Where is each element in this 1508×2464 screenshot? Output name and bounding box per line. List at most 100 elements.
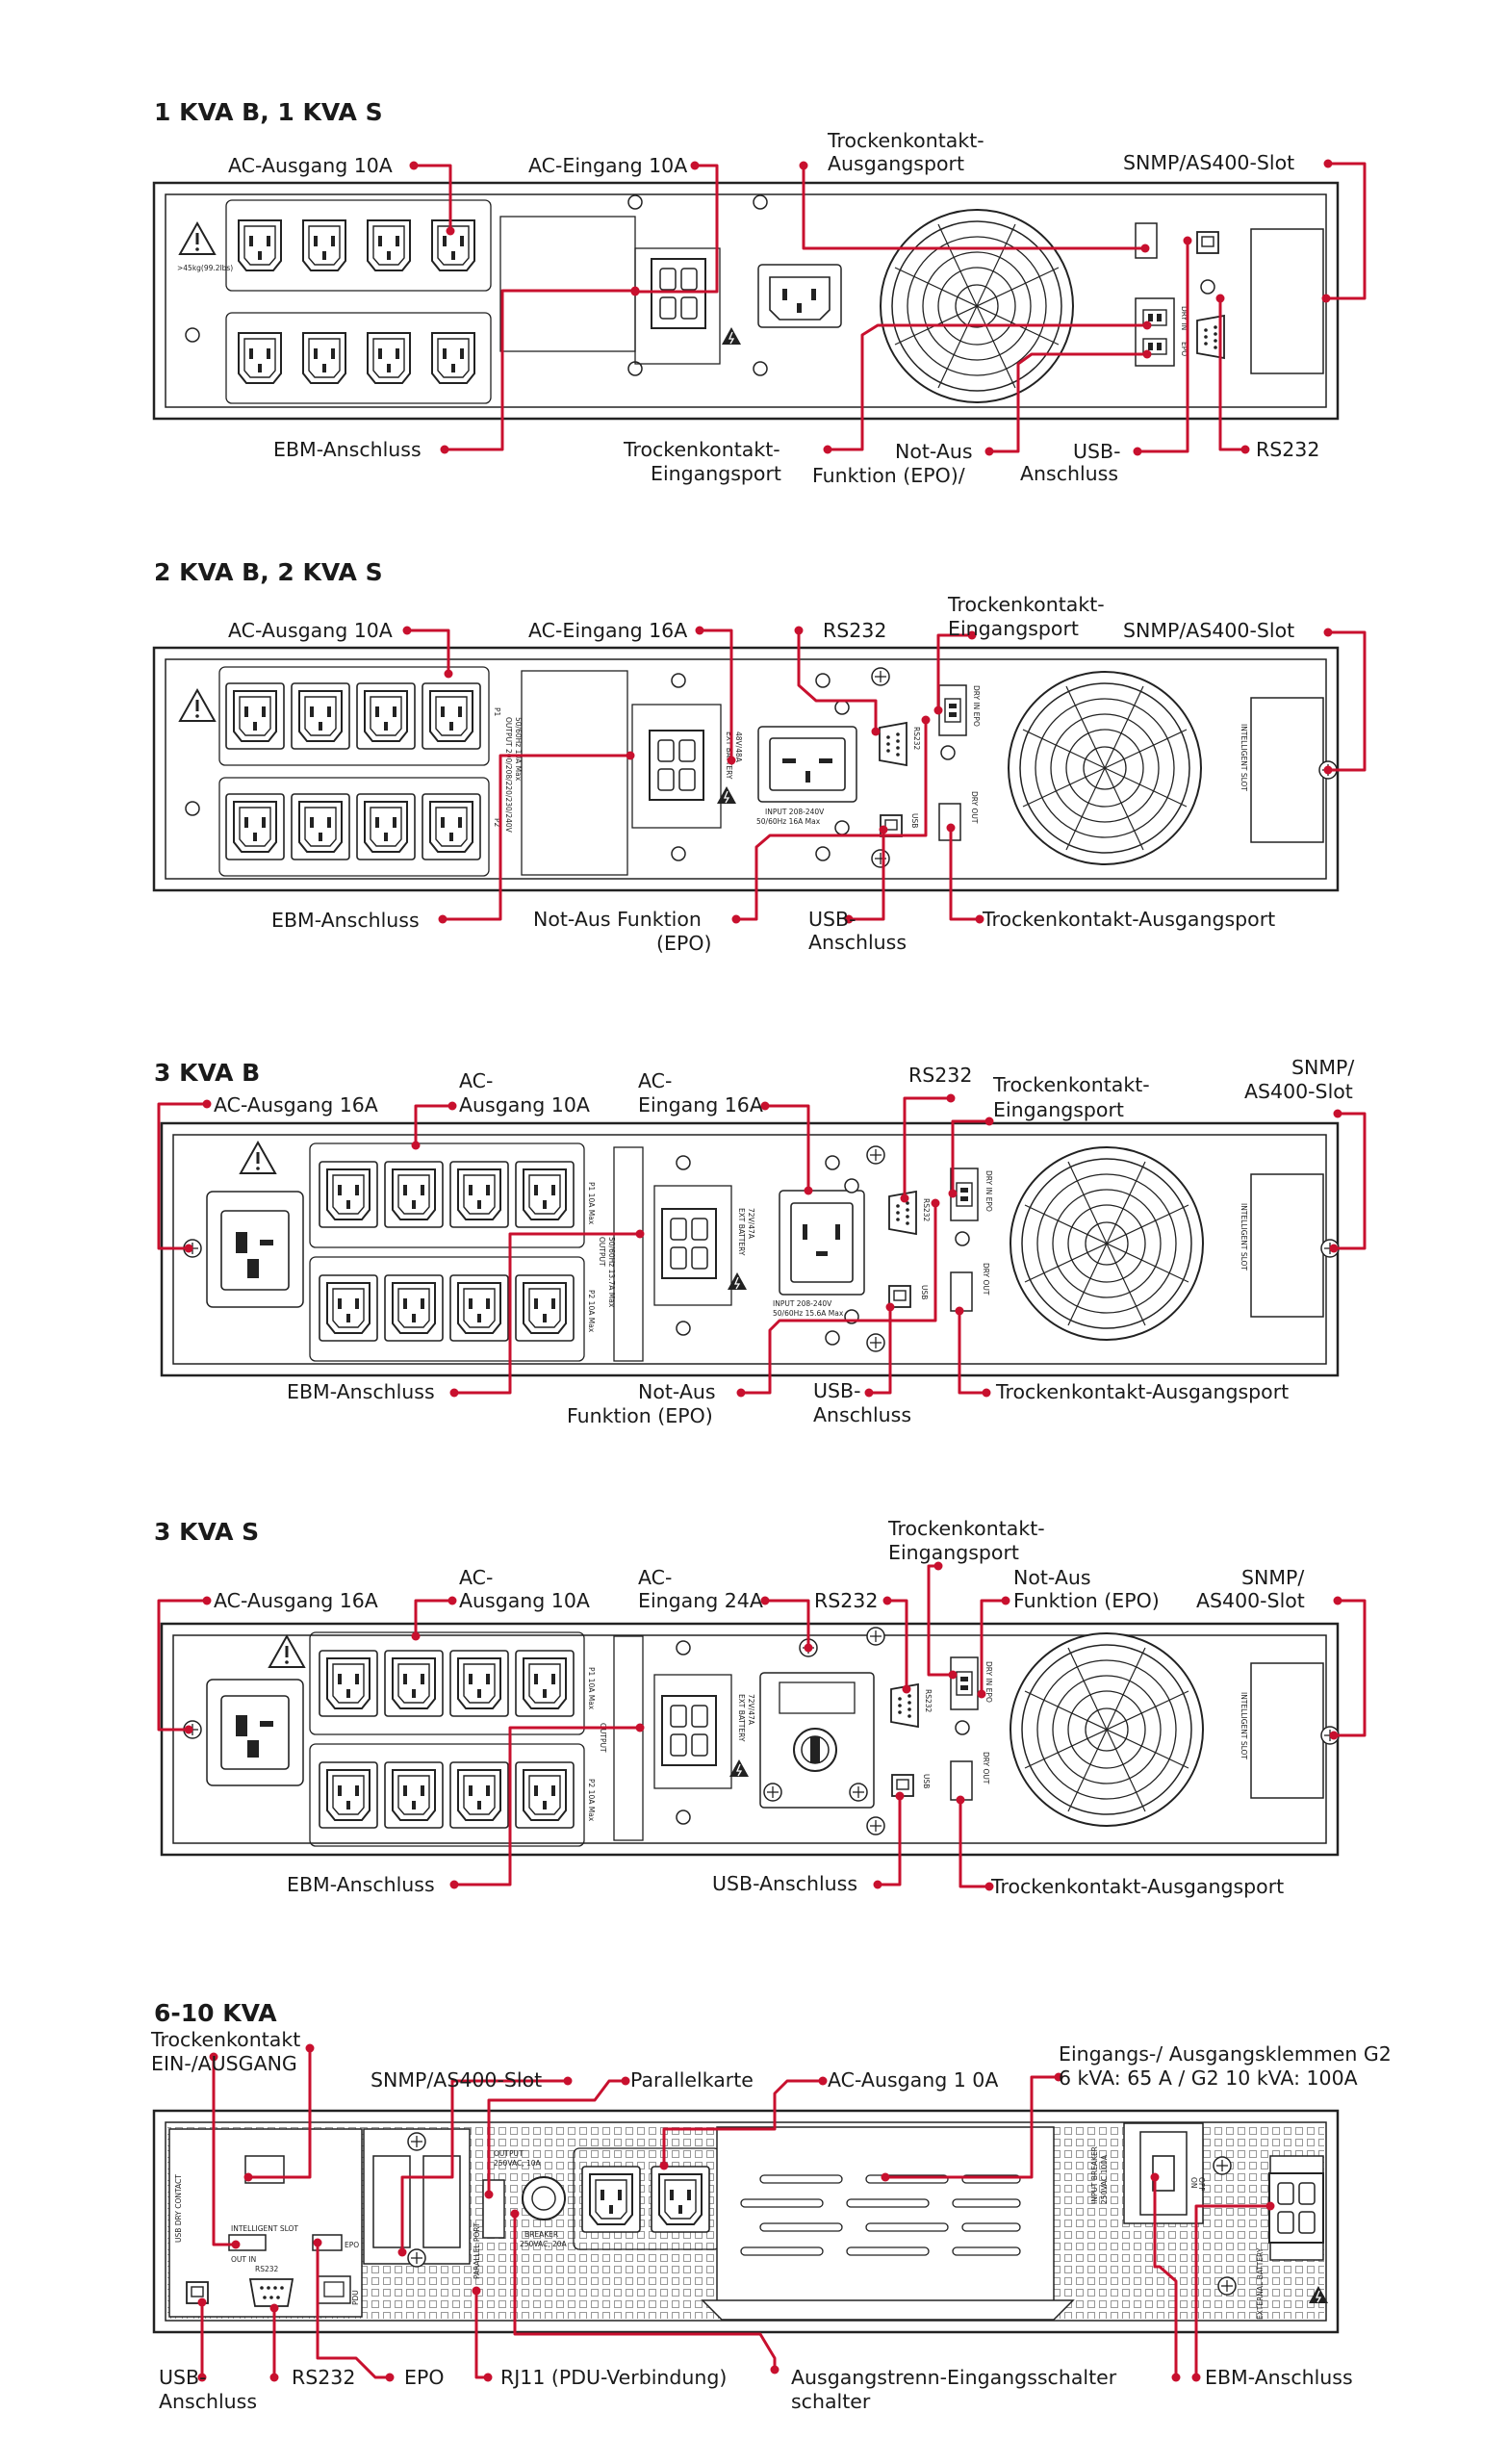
rj11-port: [317, 2275, 351, 2304]
label-ac-output-10a-2: Ausgang 10A: [459, 1589, 590, 1612]
label-ebm: EBM-Anschluss: [287, 1873, 435, 1896]
vent-grid: [521, 670, 628, 876]
svg-text:250VAC, 20A: 250VAC, 20A: [520, 2240, 568, 2248]
outlet-c13-icon: [516, 1162, 574, 1227]
svg-text:P1 10A Max: P1 10A Max: [587, 1182, 596, 1225]
svg-text:>45kg(99.2lbs): >45kg(99.2lbs): [177, 264, 233, 272]
outlet-c13-icon: [582, 2167, 640, 2232]
svg-text:250VAC 100A: 250VAC 100A: [1100, 2154, 1109, 2204]
label-ebm: EBM-Anschluss: [273, 438, 422, 461]
svg-text:P2 10A Max: P2 10A Max: [587, 1290, 596, 1333]
label-epo-2: (EPO): [656, 932, 711, 955]
screw-hole-icon: [676, 1640, 691, 1656]
screw-icon: [866, 1333, 885, 1352]
svg-text:48V/48A: 48V/48A: [734, 732, 743, 763]
outlet-c13-icon: [385, 1762, 443, 1828]
label-usb-1: USB-: [159, 2366, 206, 2389]
vent-strip: [613, 1635, 644, 1841]
blank-cover-plate: [716, 2126, 1055, 2311]
outlet-group-top: [218, 666, 490, 766]
vent-strip: [613, 1146, 644, 1362]
section-3kva-s: 3 KVA S P1 10A Max P2 10A Max OUTPUT EXT…: [154, 1517, 1367, 1898]
label-ac-input-2: Eingang 24A: [638, 1589, 763, 1612]
outlet-group-top: [225, 199, 492, 292]
svg-text:DRY OUT: DRY OUT: [982, 1752, 990, 1784]
label-usb-2: Anschluss: [813, 1403, 911, 1426]
svg-text:ON: ON: [1189, 2177, 1198, 2189]
screw-icon: [871, 849, 890, 868]
outlet-c13-icon: [385, 1651, 443, 1716]
label-usb-1: USB-: [808, 908, 856, 931]
label-ac-input-2: Eingang 16A: [638, 1093, 763, 1116]
label-ac-output-16a: AC-Ausgang 16A: [214, 1589, 378, 1612]
screw-hole-icon: [753, 194, 768, 210]
screw-hole-icon: [671, 846, 686, 861]
outlet-c13-icon: [292, 794, 349, 860]
label-dry-out: Trockenkontakt-Ausgangsport: [982, 908, 1275, 931]
screw-icon: [871, 667, 890, 686]
screw-hole-icon: [185, 327, 200, 343]
section-title: 1 KVA B, 1 KVA S: [154, 98, 383, 126]
label-usb-2: Anschluss: [159, 2390, 257, 2413]
label-rj11: RJ11 (PDU-Verbindung): [500, 2366, 727, 2389]
outlet-c13-icon: [450, 1762, 508, 1828]
outlet-c13-icon: [226, 683, 284, 749]
svg-text:USB: USB: [922, 1774, 931, 1788]
label-snmp-2: AS400-Slot: [1244, 1080, 1353, 1103]
screw-hole-icon: [815, 673, 831, 688]
outlet-c13-icon: [516, 1762, 574, 1828]
label-snmp: SNMP/AS400-Slot: [1123, 619, 1294, 642]
label-breaker-2: schalter: [791, 2390, 871, 2413]
screw-hole-icon: [834, 700, 850, 715]
svg-text:RS232: RS232: [255, 2265, 279, 2273]
label-ac-output: AC-Ausgang 10A: [228, 619, 393, 642]
battery-connector-icon: [1268, 2172, 1324, 2244]
dry-out-port: [950, 1760, 973, 1801]
outlet-c13-icon: [319, 1162, 377, 1227]
outlet-c13-icon: [238, 219, 282, 271]
screw-icon: [407, 2132, 426, 2151]
outlet-c13-icon: [422, 683, 480, 749]
svg-text:72V/47A: 72V/47A: [747, 1694, 755, 1726]
label-parallel-card: Parallelkarte: [630, 2068, 754, 2092]
outlet-c13-icon: [319, 1762, 377, 1828]
label-rs232: RS232: [814, 1589, 878, 1612]
svg-text:P1 10A Max: P1 10A Max: [587, 1667, 596, 1710]
ac-inlet-c20: [757, 726, 857, 803]
label-ac-input-1: AC-: [638, 1069, 672, 1092]
label-ac-input: AC-Eingang 10A: [528, 154, 687, 177]
svg-text:DRY IN EPO: DRY IN EPO: [972, 685, 981, 727]
screw-icon: [849, 1783, 868, 1802]
svg-text:USB DRY CONTACT: USB DRY CONTACT: [174, 2174, 183, 2243]
label-usb-1: USB-: [813, 1379, 860, 1402]
svg-text:INPUT 208-240V: INPUT 208-240V: [765, 808, 825, 816]
fan-icon: [880, 209, 1074, 403]
outlet-c13-icon: [385, 1162, 443, 1227]
snmp-slot: [1250, 228, 1324, 374]
label-rs232: RS232: [908, 1064, 972, 1087]
label-epo-2: Funktion (EPO): [1013, 1589, 1160, 1612]
screw-icon: [1213, 2156, 1232, 2175]
label-dry-in-2: Eingangsport: [888, 1541, 1019, 1564]
ac-inlet-c20: [779, 1190, 865, 1296]
section-title: 3 KVA S: [154, 1518, 259, 1546]
outlet-c13-icon: [292, 683, 349, 749]
ac-inlet-c14: [757, 264, 842, 328]
svg-text:EPO: EPO: [1180, 342, 1189, 356]
label-ac-input-1: AC-: [638, 1566, 672, 1589]
section-3kva-b: 3 KVA B P1 10A Max P2 10A Max OUTPUT 50/…: [154, 1056, 1367, 1427]
screw-hole-icon: [815, 846, 831, 861]
svg-text:P1: P1: [493, 707, 501, 717]
svg-text:50/60Hz 13.7A Max: 50/60Hz 13.7A Max: [607, 1237, 616, 1308]
screw-icon: [866, 1627, 885, 1646]
svg-text:INTELLIGENT SLOT: INTELLIGENT SLOT: [1240, 724, 1248, 791]
snmp-slot: [1250, 697, 1324, 843]
label-dry-in-2: Eingangsport: [993, 1098, 1124, 1121]
svg-text:BREAKER: BREAKER: [524, 2230, 558, 2239]
outlet-c13-icon: [319, 1651, 377, 1716]
epo-terminal: [312, 2234, 343, 2251]
screw-hole-icon: [940, 745, 956, 760]
svg-text:DRY OUT: DRY OUT: [970, 791, 979, 824]
svg-text:EXT BATTERY: EXT BATTERY: [737, 1208, 746, 1256]
label-ac-output-16a: AC-Ausgang 16A: [214, 1093, 378, 1116]
